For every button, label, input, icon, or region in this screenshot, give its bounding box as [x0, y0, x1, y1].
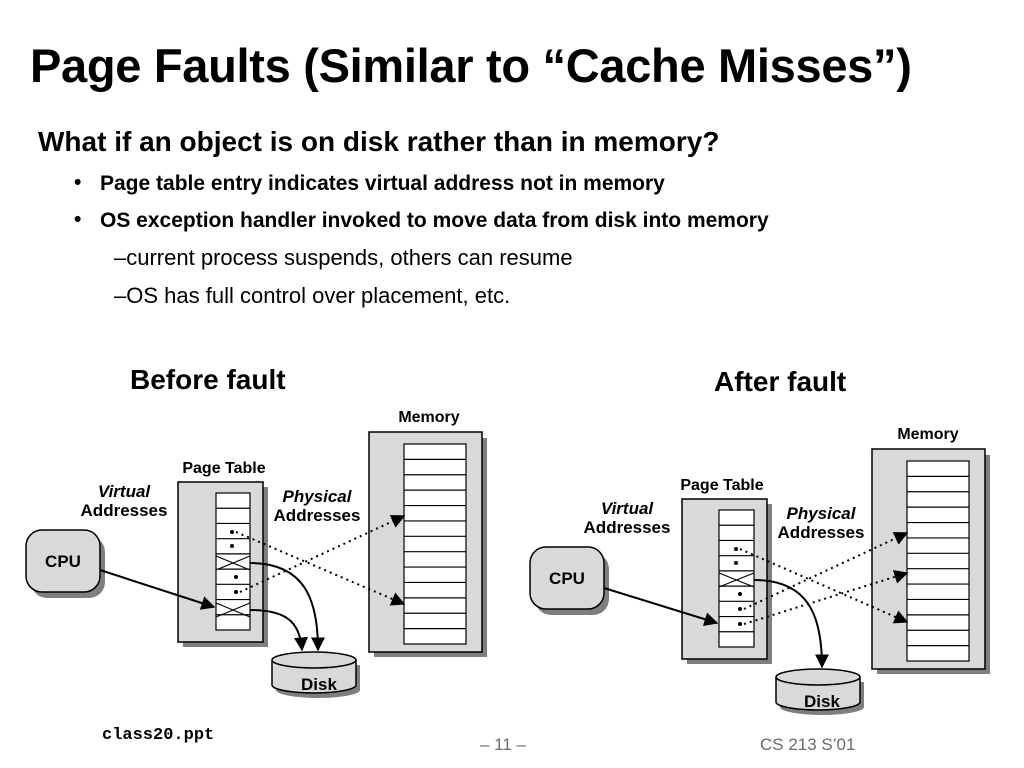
after-page-table: Page Table [680, 477, 772, 664]
before-disk-arrow-1 [249, 562, 325, 652]
after-diagram: Memory Page Table Virtual Addresses Phys… [529, 426, 990, 715]
before-virtual-addresses-label: Addresses [81, 501, 168, 520]
sub-bullet-1: –current process suspends, others can re… [114, 245, 573, 271]
before-diagram: Memory Page Table Virtual Addresses Phys… [25, 409, 487, 698]
after-memory: Memory [871, 426, 990, 674]
bullet-1: • Page table entry indicates virtual add… [74, 171, 665, 196]
bullet-1-text: Page table entry indicates virtual addre… [100, 172, 665, 195]
bullet-dot: • [74, 208, 82, 231]
footer-filename: class20.ppt [102, 726, 215, 745]
before-cpu-label: CPU [45, 552, 81, 571]
after-memory-label: Memory [897, 426, 958, 443]
before-page-table-label: Page Table [182, 460, 265, 477]
sub-bullet-1-text: current process suspends, others can res… [126, 245, 573, 270]
footer-course: CS 213 S’01 [760, 735, 856, 754]
before-virtual-label: Virtual [98, 482, 152, 501]
sub-bullet-dash: – [114, 283, 127, 308]
after-physical-label: Physical [787, 504, 857, 523]
slide-title: Page Faults (Similar to “Cache Misses”) [30, 39, 912, 92]
before-disk: Disk [271, 651, 360, 698]
after-virtual-label: Virtual [601, 499, 655, 518]
sub-bullet-2-text: OS has full control over placement, etc. [126, 283, 511, 308]
after-cpu-arrow [603, 587, 719, 626]
sub-bullet-dash: – [114, 245, 127, 270]
after-dotted-arrow-3 [743, 570, 909, 625]
before-cpu-arrow [99, 569, 216, 610]
before-dotted-arrow-1 [235, 531, 406, 606]
after-virtual-addresses-label: Addresses [584, 518, 671, 537]
before-disk-arrow-2 [249, 609, 308, 652]
after-cpu: CPU [529, 546, 609, 615]
after-page-table-label: Page Table [680, 477, 763, 494]
before-physical-addresses-label: Addresses [274, 506, 361, 525]
after-disk: Disk [775, 668, 864, 715]
before-disk-label: Disk [301, 675, 337, 694]
question-heading: What if an object is on disk rather than… [38, 126, 720, 157]
after-dotted-arrow-1 [739, 548, 909, 624]
after-disk-label: Disk [804, 692, 840, 711]
after-fault-heading: After fault [714, 366, 847, 397]
before-cpu: CPU [25, 529, 105, 598]
sub-bullet-2: –OS has full control over placement, etc… [114, 283, 510, 309]
after-physical-addresses-label: Addresses [778, 523, 865, 542]
before-memory-label: Memory [398, 409, 459, 426]
before-memory: Memory [368, 409, 487, 657]
bullet-2: • OS exception handler invoked to move d… [74, 208, 769, 233]
before-page-table: Page Table [177, 460, 268, 647]
before-dotted-arrow-2 [239, 514, 406, 593]
before-fault-heading: Before fault [130, 364, 286, 395]
bullet-dot: • [74, 171, 82, 194]
before-physical-label: Physical [283, 487, 353, 506]
bullet-2-text: OS exception handler invoked to move dat… [100, 209, 769, 232]
after-cpu-label: CPU [549, 569, 585, 588]
footer-page-number: – 11 – [480, 735, 527, 754]
